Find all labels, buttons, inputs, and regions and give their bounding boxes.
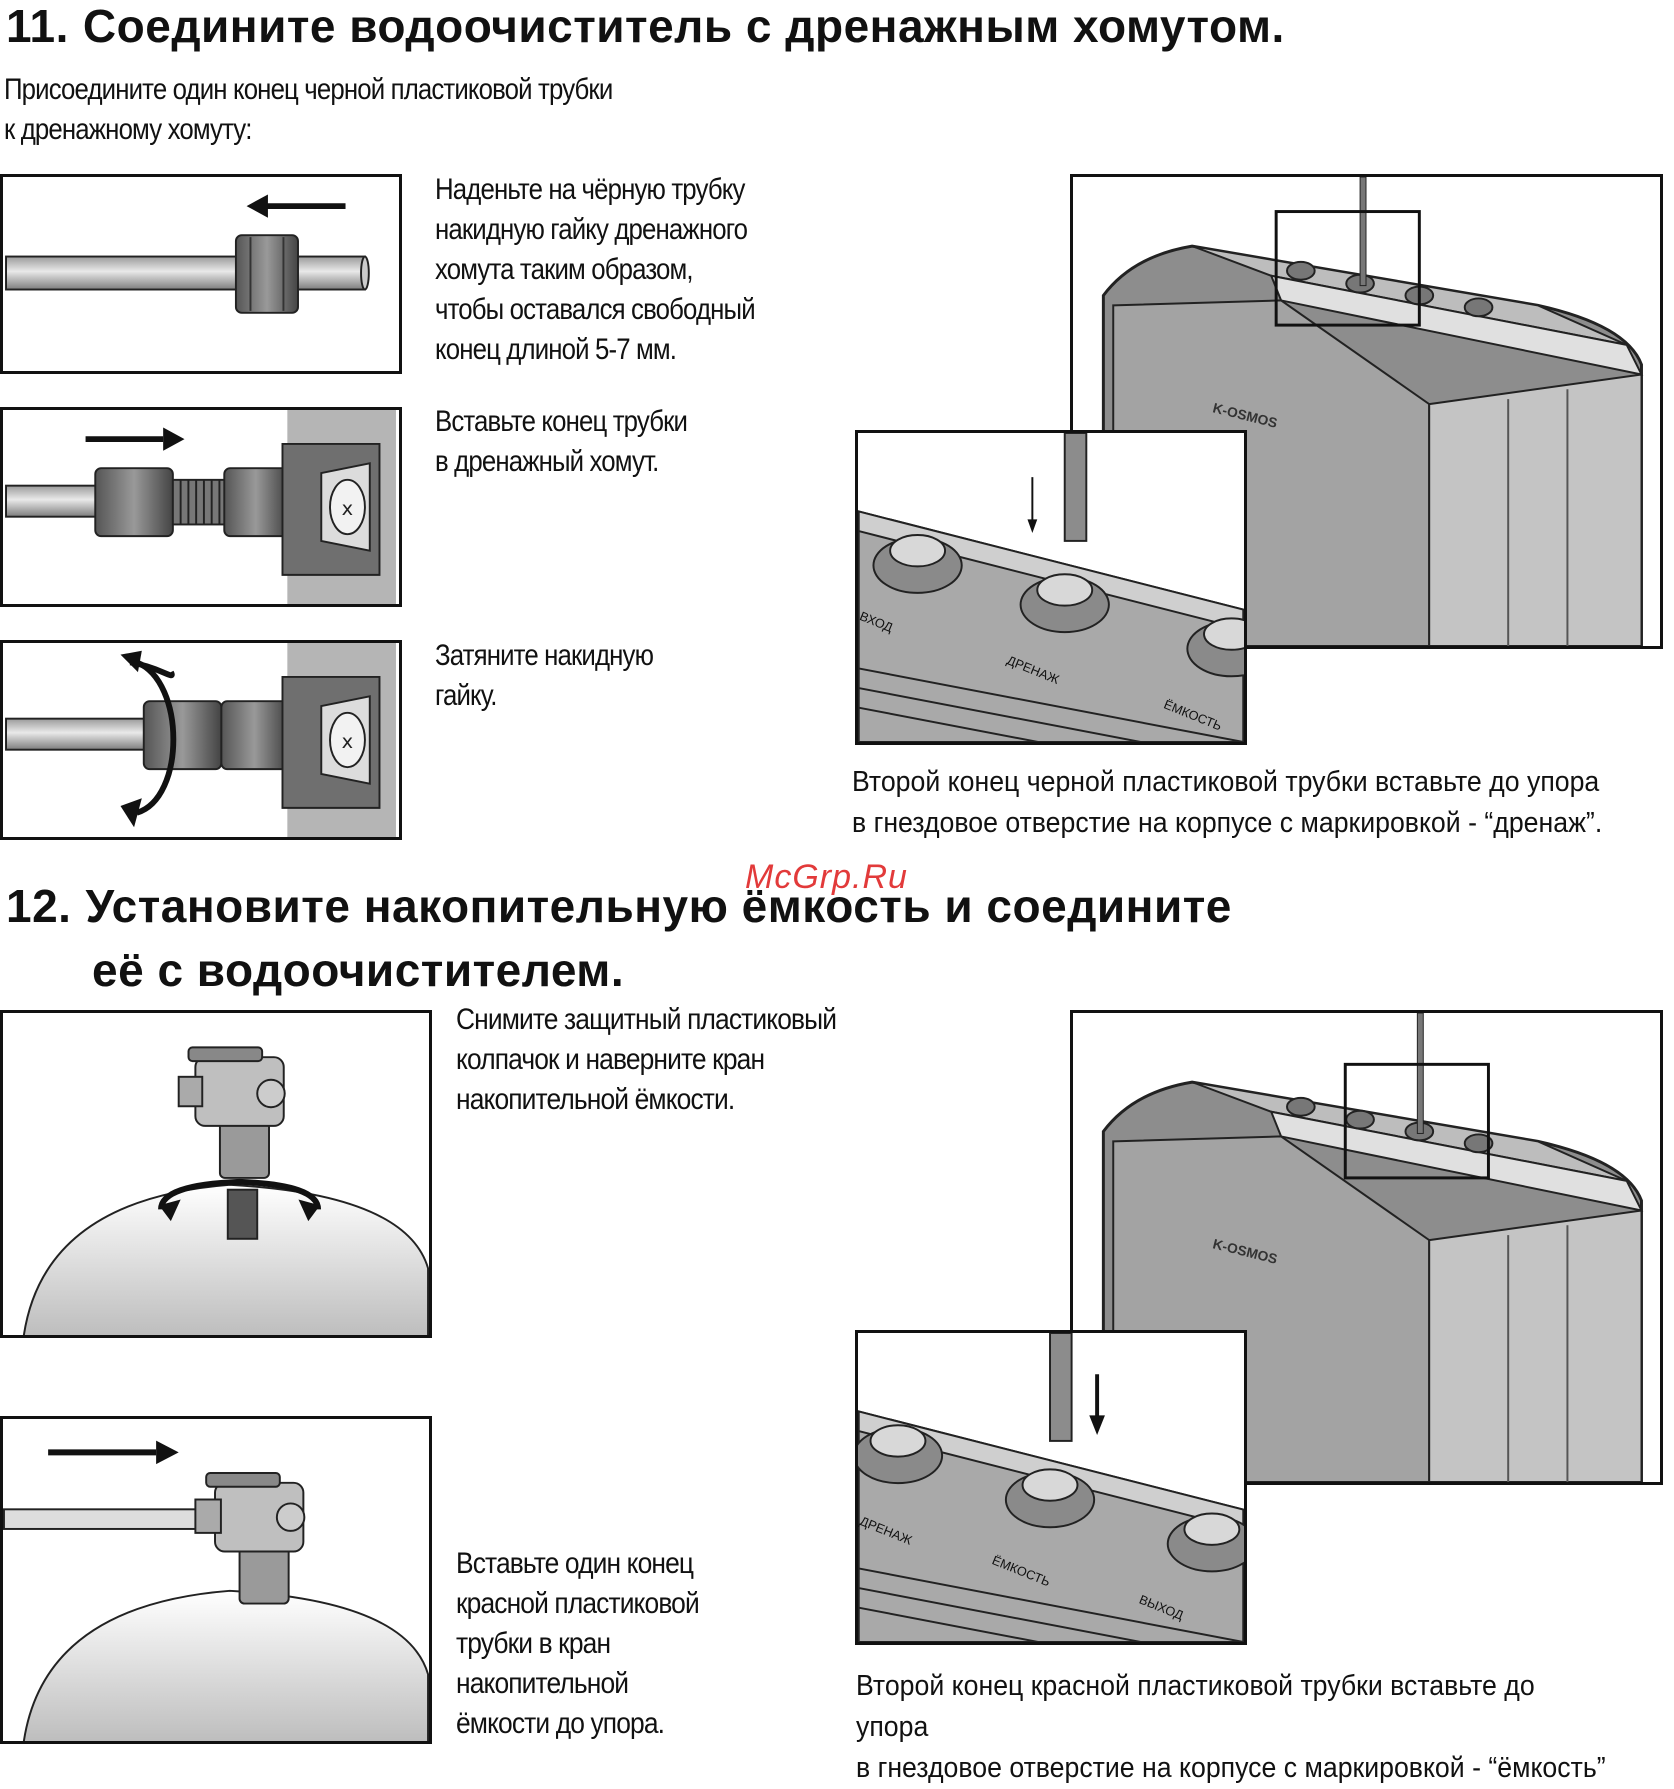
step11-sub3-text: Затяните накидную гайку. bbox=[435, 639, 654, 712]
step11-intro-line1: Присоедините один конец черной пластиков… bbox=[4, 73, 613, 106]
step11-title: Соедините водоочиститель с дренажным хом… bbox=[82, 0, 1285, 52]
step12-sub2-text: Вставьте один конец красной пластиковой … bbox=[456, 1547, 700, 1740]
step12-caption: Второй конец красной пластиковой трубки … bbox=[856, 1670, 1606, 1784]
figure-insert-into-clamp: x bbox=[0, 407, 402, 607]
step12-number: 12. bbox=[6, 880, 72, 932]
step11-intro: Присоедините один конец черной пластиков… bbox=[4, 70, 613, 150]
svg-text:x: x bbox=[342, 730, 353, 753]
figure-screw-faucet bbox=[0, 1010, 432, 1338]
figure-tighten-nut: x bbox=[0, 640, 402, 840]
step12-sub1-text: Снимите защитный пластиковый колпачок и … bbox=[456, 1003, 837, 1116]
step11-number: 11. bbox=[6, 0, 69, 52]
svg-text:x: x bbox=[342, 497, 353, 520]
step12-title-line1: Установите накопительную ёмкость и соеди… bbox=[85, 880, 1232, 932]
figure-port-zoom-drain: ВХОД ДРЕНАЖ ЁМКОСТЬ bbox=[855, 430, 1247, 745]
figure-insert-red-tube bbox=[0, 1416, 432, 1744]
watermark: McGrp.Ru bbox=[745, 858, 908, 896]
step12-title-line2: её с водоочистителем. bbox=[92, 944, 625, 996]
step11-sub2-text: Вставьте конец трубки в дренажный хомут. bbox=[435, 405, 688, 478]
figure-port-zoom-tank: ДРЕНАЖ ЁМКОСТЬ ВЫХОД bbox=[855, 1330, 1247, 1645]
step11-sub1-text: Наденьте на чёрную трубку накидную гайку… bbox=[435, 173, 756, 366]
step11-heading: 11.Соедините водоочиститель с дренажным … bbox=[6, 0, 1285, 52]
step11-intro-line2: к дренажному хомуту: bbox=[4, 113, 252, 146]
step12-heading: 12.Установите накопительную ёмкость и со… bbox=[6, 880, 1232, 996]
step11-caption: Второй конец черной пластиковой трубки в… bbox=[852, 766, 1603, 839]
figure-nut-on-tube bbox=[0, 174, 402, 374]
